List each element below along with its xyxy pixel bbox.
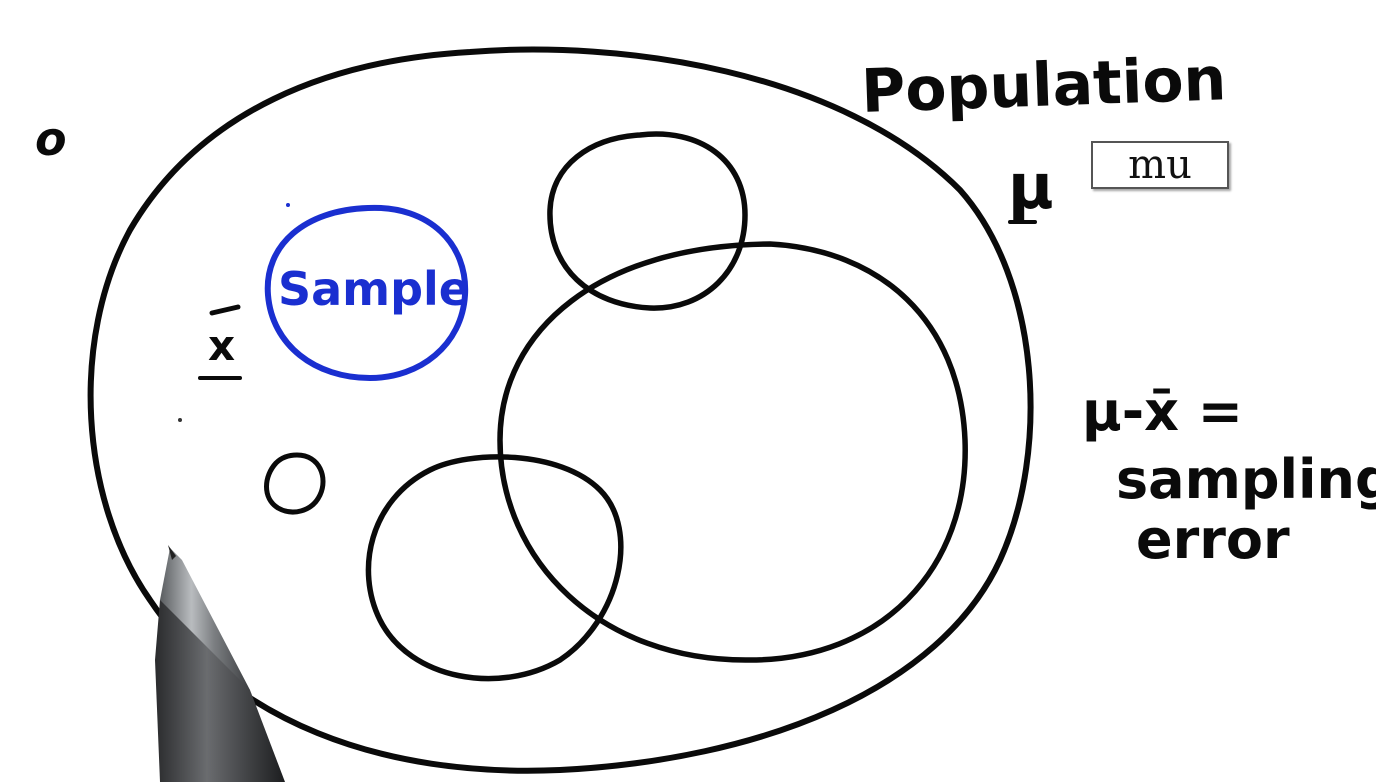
small-circle: [264, 452, 326, 515]
mu-caption-box: mu: [1091, 141, 1229, 189]
sample-label: Sample: [278, 262, 470, 316]
large-sample-circle: [497, 241, 968, 663]
error-label: error: [1136, 508, 1290, 571]
sample-circle: [264, 204, 469, 382]
mu-symbol: μ: [1008, 150, 1054, 223]
lower-sample-circle: [365, 454, 624, 682]
dot: [286, 203, 290, 207]
population-label: Population: [860, 44, 1227, 127]
sampling-label: sampling: [1116, 448, 1376, 511]
dot: [178, 418, 182, 422]
xbar-label: x: [208, 321, 235, 370]
xbar-overline: [209, 304, 241, 316]
population-ellipse: [87, 46, 1034, 774]
stray-mark: o: [35, 112, 67, 166]
error-formula: μ-x̄ =: [1082, 380, 1243, 443]
upper-sample-circle: [547, 131, 748, 311]
pen-tip-icon: [155, 545, 285, 782]
